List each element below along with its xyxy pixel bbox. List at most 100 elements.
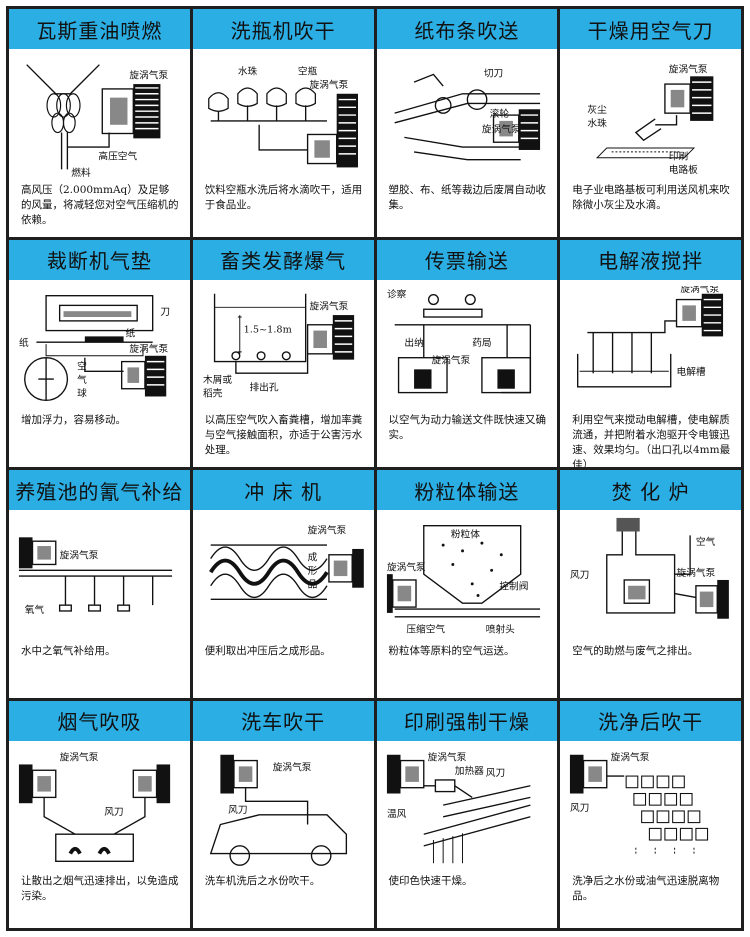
cell-caption: 饮料空瓶水洗后将水滴吹干，适用于食品业。 [204,183,363,211]
application-cell: 冲 床 机 旋涡气泵 成 形 品 便利取出冲压后之成形品。 [192,470,374,698]
label-water-drops: 水珠 [588,117,608,130]
label-vortex-pump: 旋涡气泵 [129,68,168,81]
label-cashier: 出纳 [404,336,423,349]
label-nozzle: 喷射头 [485,622,514,635]
cell-title: 传票输送 [376,239,558,280]
label-water-drops: 水珠 [238,64,258,77]
label-formed-2: 形 [307,565,317,577]
label-vortex-pump: 旋涡气泵 [427,750,466,763]
label-compressed-air: 压缩空气 [406,622,445,635]
illustration-gas-oil-burner: 旋涡气泵 高压空气 燃料 [17,55,182,181]
application-grid: 瓦斯重油喷燃 旋涡气泵 高压空气 燃料 高风压（2.000mmAq）及足够的风量… [6,6,744,931]
cell-caption: 空气的助燃与废气之排出。 [572,644,699,657]
illustration-document-conveyor: 诊察 出纳 药局 旋涡气泵 [385,286,550,412]
application-cell: 印刷强制干燥 旋涡气泵 加热器 风刀 温风 使印色快速干燥。 [376,700,558,928]
cell-caption: 以空气为动力输送文件既快速又确实。 [388,414,547,442]
cell-caption: 粉粒体等原料的空气运送。 [388,644,515,657]
cell-title: 冲 床 机 [192,470,374,510]
application-cell: 粉粒体输送 粉粒体 旋涡气泵 控制阀 压缩空气 喷射头 粉粒体等原料的空 [376,470,558,698]
print-drying-diagram: 旋涡气泵 加热器 风刀 温风 [386,750,531,863]
label-air-knife: 风刀 [570,569,589,581]
air-knife-diagram: 旋涡气泵 灰尘 水珠 印刷 电路板 [588,62,714,176]
document-conveyor-diagram: 诊察 出纳 药局 旋涡气泵 [386,287,531,393]
air-cushion-diagram: 刀 纸 纸 旋涡气泵 空 气 球 [19,294,170,401]
label-circuit-board: 电路板 [669,163,698,176]
aeration-diagram: 旋涡气泵 1.5~1.8m 木屑或 稻壳 排出孔 [203,293,354,399]
application-cell: 养殖池的氰气补给 旋涡气泵 氧气 水中之氧气补给用。 [9,470,190,698]
label-vortex-pump: 旋涡气泵 [60,750,99,763]
label-warm-air: 温风 [386,807,406,819]
label-vortex-pump: 旋涡气泵 [129,341,168,354]
strip-conveyor-diagram: 切刀 滚轮 旋涡气泵 [394,67,540,161]
application-cell: 纸布条吹送 切刀 滚轮 旋涡气泵 塑胶、布、纸等裁边后废屑自动收集。 [376,9,558,237]
illustration-livestock-aeration: 旋涡气泵 1.5~1.8m 木屑或 稻壳 排出孔 [201,286,366,412]
illustration-paper-strip-conveyor: 切刀 滚轮 旋涡气泵 [385,55,550,181]
cell-title: 洗车吹干 [192,700,374,741]
label-vortex-pump: 旋涡气泵 [681,286,720,295]
label-air-knife: 风刀 [570,801,589,813]
cell-title: 电解液搅拌 [560,239,741,280]
bottle-dryer-diagram: 水珠 空瓶 旋涡气泵 [207,64,358,168]
cell-title: 裁断机气垫 [9,239,190,280]
label-vortex-pump: 旋涡气泵 [677,566,716,579]
application-cell: 洗净后吹干 旋涡气泵 风刀 洗净后之水份或油气迅速脱离物品。 [560,700,741,928]
illustration-print-drying: 旋涡气泵 加热器 风刀 温风 [385,747,550,873]
label-empty-bottle: 空瓶 [298,64,318,77]
label-consultation: 诊察 [386,287,406,300]
illustration-post-wash-dryer: 旋涡气泵 风刀 [568,747,733,873]
application-cell: 电解液搅拌 旋涡气泵 电解槽 利用空气来搅动电解槽，使电解质流通，并把附着水泡驱… [560,239,741,467]
illustration-cutter-air-cushion: 刀 纸 纸 旋涡气泵 空 气 球 [17,286,182,412]
illustration-air-knife: 旋涡气泵 灰尘 水珠 印刷 电路板 [568,55,733,181]
label-oxygen: 氧气 [25,603,45,616]
cell-title: 洗瓶机吹干 [192,9,374,49]
application-cell: 洗车吹干 旋涡气泵 风刀 洗车机洗后之水份吹干。 [192,700,374,928]
application-cell: 裁断机气垫 刀 纸 纸 旋涡气泵 空 气 [9,239,190,467]
application-cell: 瓦斯重油喷燃 旋涡气泵 高压空气 燃料 高风压（2.000mmAq）及足够的风量… [9,9,190,237]
label-outlet-hole: 排出孔 [249,380,278,393]
label-vortex-pump: 旋涡气泵 [60,549,99,562]
punch-press-diagram: 旋涡气泵 成 形 品 [208,523,364,601]
label-formed-3: 品 [307,579,317,591]
label-cutter: 切刀 [483,67,502,79]
label-wood-chips: 木屑或 [203,373,232,385]
label-fuel: 燃料 [71,166,91,179]
cell-title: 粉粒体输送 [376,470,558,510]
application-cell: 干燥用空气刀 旋涡气泵 灰尘 水珠 印刷 电路板 电子业电路基板可利用送风机来吹… [560,9,741,237]
cell-title: 焚 化 炉 [560,470,741,510]
label-formed-1: 成 [307,552,317,564]
powder-conveyor-diagram: 粉粒体 旋涡气泵 控制阀 压缩空气 喷射头 [386,525,540,635]
illustration-bottle-dryer: 水珠 空瓶 旋涡气泵 [201,55,366,181]
cell-title: 干燥用空气刀 [560,9,741,49]
label-control-valve: 控制阀 [499,580,528,593]
cell-title: 纸布条吹送 [376,9,558,49]
application-cell: 传票输送 诊察 出纳 药局 旋涡气泵 以空气为动力输送文件既快速又确实。 [376,239,558,467]
label-roller: 滚轮 [489,107,509,120]
electrolyte-diagram: 旋涡气泵 电解槽 [577,286,724,387]
label-air-3: 球 [77,386,87,399]
label-powder: 粉粒体 [450,527,479,540]
cell-caption: 高风压（2.000mmAq）及足够的风量，将减轻您对空气压缩机的依赖。 [21,183,179,226]
cell-title: 印刷强制干燥 [376,700,558,741]
application-cell: 焚 化 炉 空气 风刀 旋涡气泵 空气的助燃与废气之排出。 [560,470,741,698]
burner-diagram: 旋涡气泵 高压空气 燃料 [26,64,168,179]
label-vortex-pump: 旋涡气泵 [272,760,311,773]
illustration-aquaculture-oxygen: 旋涡气泵 氧气 [17,516,182,642]
cell-title: 烟气吹吸 [9,700,190,741]
cell-caption: 电子业电路基板可利用送风机来吹除微小灰尘及水滴。 [572,183,730,211]
label-air: 空气 [696,535,716,548]
label-air-2: 气 [77,372,87,385]
label-paper-top: 纸 [126,326,136,339]
application-cell: 洗瓶机吹干 水珠 空瓶 旋涡气泵 饮料空瓶水洗 [192,9,374,237]
label-air-knife: 风刀 [104,805,123,817]
label-vortex-pump: 旋涡气泵 [431,353,470,366]
label-heater: 加热器 [454,764,483,777]
label-paper-side: 纸 [19,336,29,349]
car-wash-diagram: 旋涡气泵 风刀 [209,754,347,866]
label-depth: 1.5~1.8m [243,324,291,335]
label-pharmacy: 药局 [472,337,491,349]
label-blade: 刀 [160,307,170,318]
label-electrolytic-tank: 电解槽 [677,365,706,378]
illustration-car-wash-dryer: 旋涡气泵 风刀 [201,747,366,873]
label-vortex-pump: 旋涡气泵 [611,750,650,763]
cell-title: 瓦斯重油喷燃 [9,9,190,49]
